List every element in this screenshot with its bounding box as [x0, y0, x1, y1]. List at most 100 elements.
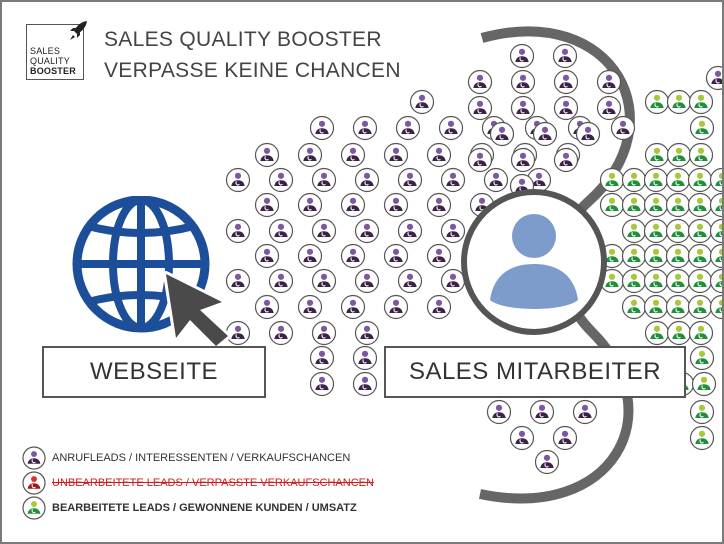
lead-purple-icon	[254, 243, 280, 269]
lead-green-icon	[665, 192, 691, 218]
lead-purple-icon	[268, 167, 294, 193]
lead-purple-icon	[553, 69, 579, 95]
lead-green-icon	[709, 268, 722, 294]
lead-purple-icon	[510, 95, 536, 121]
lead-purple-icon	[309, 371, 335, 397]
lead-purple-icon	[340, 192, 366, 218]
lead-purple-icon	[297, 243, 323, 269]
lead-purple-icon	[225, 320, 251, 346]
lead-purple-icon	[352, 371, 378, 397]
lead-purple-icon	[225, 268, 251, 294]
sales-staff-box: SALES MITARBEITER	[384, 346, 686, 398]
lead-green-icon	[621, 243, 647, 269]
lead-purple-icon	[22, 446, 46, 470]
lead-purple-icon	[553, 95, 579, 121]
lead-purple-icon	[340, 142, 366, 168]
legend-label-processed-leads: BEARBEITETE LEADS / GEWONNENE KUNDEN / U…	[52, 502, 357, 514]
lead-green-icon	[687, 167, 713, 193]
lead-purple-icon	[529, 399, 555, 425]
lead-purple-icon	[309, 115, 335, 141]
lead-green-icon	[687, 218, 713, 244]
lead-green-icon	[688, 89, 714, 115]
lead-purple-icon	[383, 142, 409, 168]
lead-purple-icon	[438, 115, 464, 141]
lead-green-icon	[643, 218, 669, 244]
cursor-arrow-icon	[163, 271, 231, 346]
lead-purple-icon	[534, 449, 560, 475]
lead-purple-icon	[22, 446, 46, 470]
lead-purple-icon	[397, 167, 423, 193]
lead-purple-icon	[572, 399, 598, 425]
lead-purple-icon	[426, 142, 452, 168]
legend-item-call-leads: ANRUFLEADS / INTERESSENTEN / VERKAUFSCHA…	[22, 446, 442, 470]
logo-text-quality: QUALITY	[30, 56, 70, 66]
lead-purple-icon	[440, 268, 466, 294]
lead-green-icon	[691, 371, 717, 397]
globe-icon	[72, 196, 231, 346]
lead-green-icon	[689, 425, 715, 451]
lead-purple-icon	[297, 192, 323, 218]
lead-purple-icon	[467, 95, 493, 121]
website-box: WEBSEITE	[42, 346, 266, 398]
lead-green-icon	[644, 320, 670, 346]
lead-green-icon	[665, 218, 691, 244]
lead-red-icon	[22, 471, 46, 495]
lead-purple-icon	[311, 320, 337, 346]
lead-purple-icon	[467, 147, 493, 173]
legend-label-call-leads: ANRUFLEADS / INTERESSENTEN / VERKAUFSCHA…	[52, 452, 351, 464]
lead-purple-icon	[426, 192, 452, 218]
lead-green-icon	[666, 320, 692, 346]
lead-green-icon	[22, 496, 46, 520]
lead-green-icon	[687, 294, 713, 320]
lead-purple-icon	[340, 243, 366, 269]
lead-purple-icon	[311, 218, 337, 244]
lead-green-icon	[665, 268, 691, 294]
lead-purple-icon	[254, 192, 280, 218]
lead-green-icon	[689, 345, 715, 371]
lead-purple-icon	[467, 69, 493, 95]
lead-green-icon	[709, 243, 722, 269]
lead-red-icon	[22, 471, 46, 495]
lead-purple-icon	[354, 167, 380, 193]
lead-purple-icon	[383, 192, 409, 218]
lead-purple-icon	[440, 218, 466, 244]
lead-purple-icon	[383, 243, 409, 269]
lead-purple-icon	[705, 65, 722, 91]
lead-purple-icon	[352, 115, 378, 141]
lead-purple-icon	[225, 218, 251, 244]
lead-green-icon	[22, 496, 46, 520]
lead-purple-icon	[311, 167, 337, 193]
lead-green-icon	[666, 89, 692, 115]
lead-purple-icon	[532, 121, 558, 147]
lead-purple-icon	[354, 320, 380, 346]
lead-purple-icon	[510, 147, 536, 173]
lead-purple-icon	[311, 268, 337, 294]
lead-green-icon	[643, 192, 669, 218]
lead-green-icon	[687, 192, 713, 218]
lead-green-icon	[621, 192, 647, 218]
lead-purple-icon	[268, 320, 294, 346]
lead-purple-icon	[426, 243, 452, 269]
lead-purple-icon	[268, 268, 294, 294]
lead-purple-icon	[509, 43, 535, 69]
lead-purple-icon	[397, 268, 423, 294]
lead-purple-icon	[397, 218, 423, 244]
lead-green-icon	[621, 294, 647, 320]
lead-green-icon	[709, 192, 722, 218]
logo-text-booster: BOOSTER	[30, 66, 76, 76]
lead-green-icon	[599, 243, 625, 269]
lead-green-icon	[621, 167, 647, 193]
lead-purple-icon	[395, 115, 421, 141]
lead-purple-icon	[552, 425, 578, 451]
lead-purple-icon	[297, 294, 323, 320]
lead-purple-icon	[352, 345, 378, 371]
lead-green-icon	[665, 243, 691, 269]
lead-green-icon	[709, 167, 722, 193]
legend-item-missed-leads: UNBEARBEITETE LEADS / VERPASSTE VERKAUFS…	[22, 471, 442, 495]
lead-purple-icon	[486, 399, 512, 425]
legend-label-missed-leads: UNBEARBEITETE LEADS / VERPASSTE VERKAUFS…	[52, 477, 374, 489]
lead-green-icon	[643, 294, 669, 320]
lead-green-icon	[643, 268, 669, 294]
